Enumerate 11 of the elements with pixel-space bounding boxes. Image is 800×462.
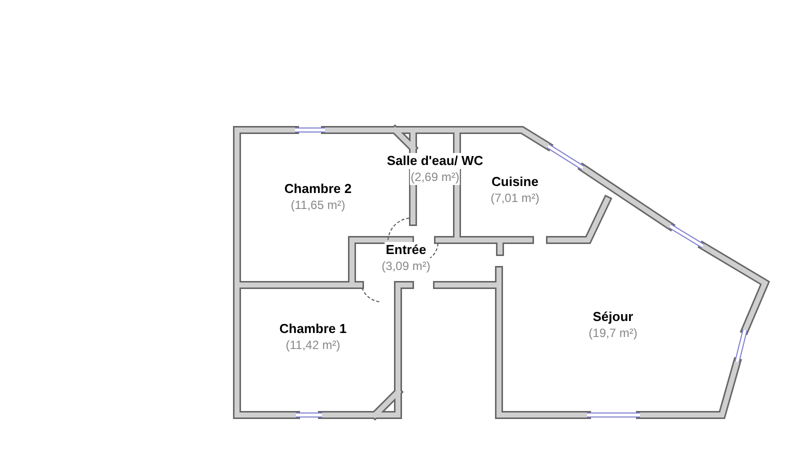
room-area: (7,01 m²) bbox=[490, 190, 540, 206]
room-name: Salle d'eau/ WC bbox=[386, 153, 484, 169]
room-area: (11,65 m²) bbox=[290, 197, 346, 213]
room-area: (3,09 m²) bbox=[380, 258, 432, 274]
room-area: (2,69 m²) bbox=[410, 169, 460, 185]
room-name: Séjour bbox=[592, 309, 634, 325]
room-name: Chambre 2 bbox=[284, 181, 352, 197]
room-area: (11,42 m²) bbox=[286, 337, 340, 353]
room-area: (19,7 m²) bbox=[588, 325, 638, 341]
room-name: Chambre 1 bbox=[279, 321, 347, 337]
room-name: Cuisine bbox=[492, 174, 538, 190]
